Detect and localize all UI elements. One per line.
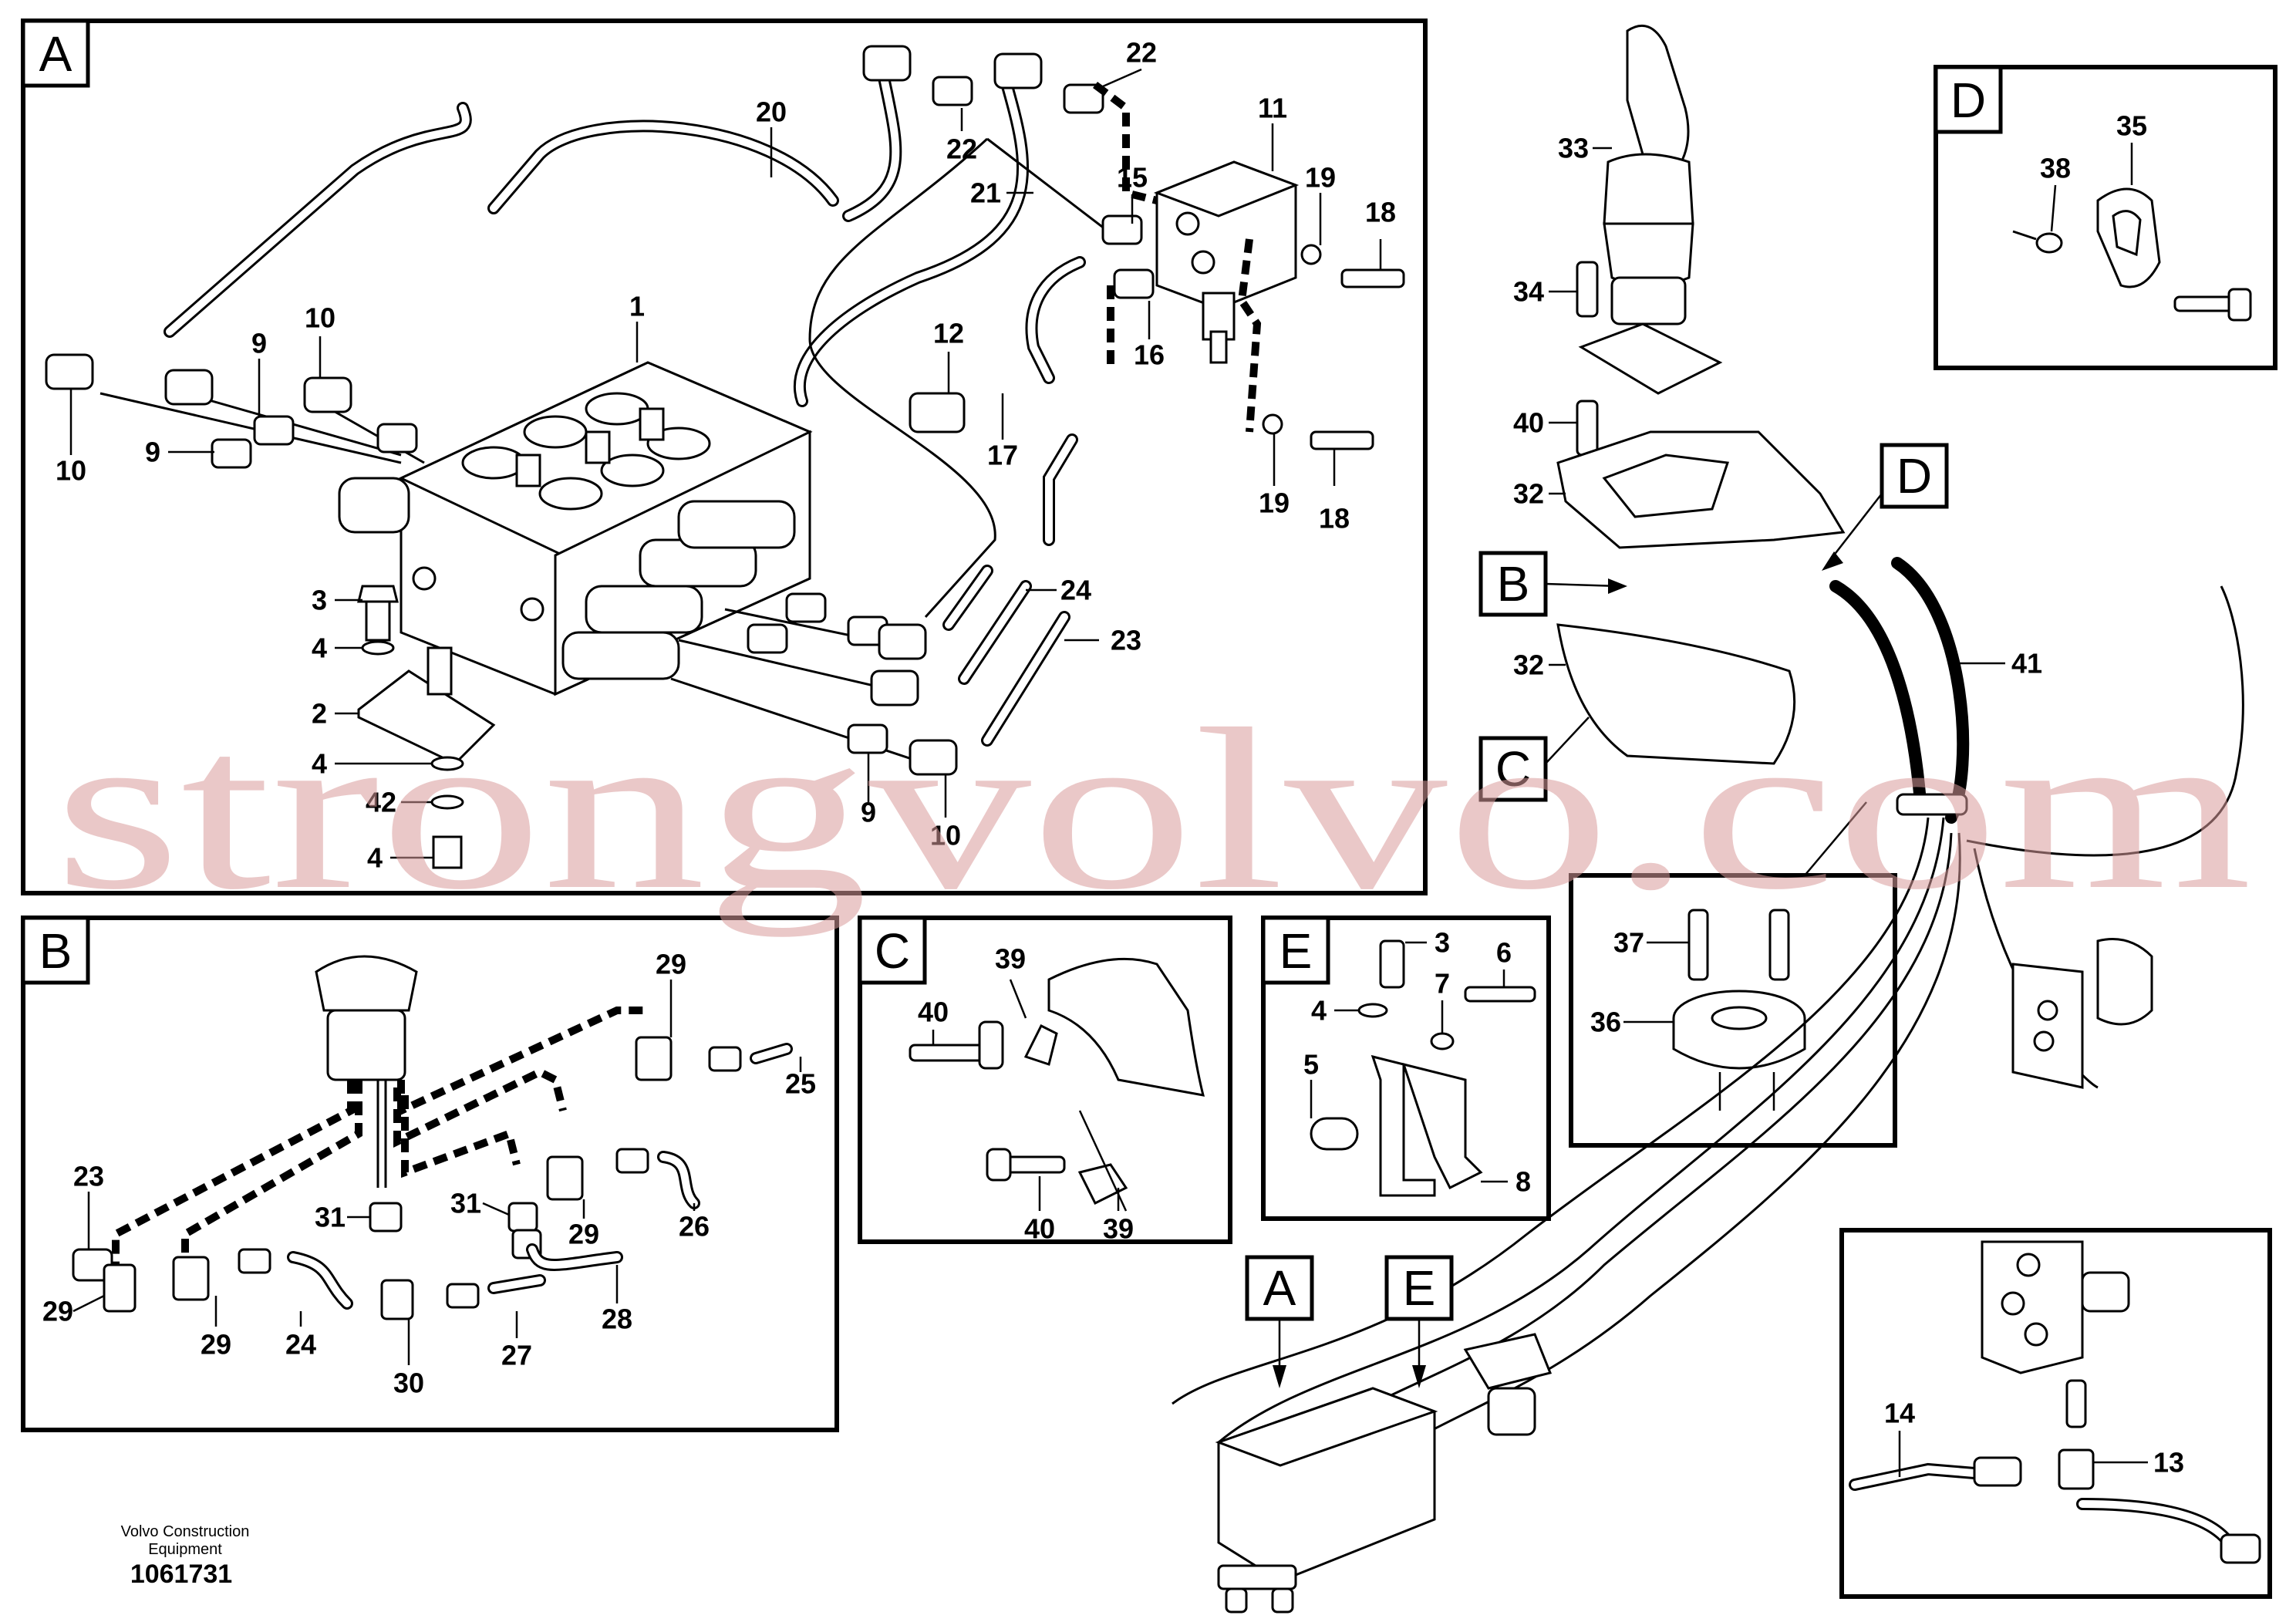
drawing-footer: Volvo Construction Equipment 1061731	[121, 1523, 250, 1589]
callout-c: C	[1495, 741, 1531, 797]
solenoid-valve	[1093, 82, 1405, 450]
label-10-a: 10	[56, 455, 86, 487]
panel-a-hoses	[99, 48, 1119, 765]
label-d-35: 35	[2116, 110, 2147, 142]
label-9-c: 9	[861, 797, 876, 828]
panel-b-letter: B	[39, 923, 72, 979]
label-c-40-a: 40	[918, 996, 949, 1028]
label-main-40: 40	[1513, 407, 1544, 439]
publisher-line-1: Volvo Construction	[121, 1523, 250, 1540]
label-e-6: 6	[1496, 937, 1512, 969]
label-22-b: 22	[1126, 37, 1157, 69]
control-valve-block	[338, 361, 813, 696]
label-b-31-a: 31	[315, 1202, 346, 1233]
callout-a: A	[1263, 1260, 1296, 1316]
callout-b: B	[1497, 556, 1530, 612]
label-ring-36: 36	[1590, 1007, 1621, 1038]
label-e-7: 7	[1435, 968, 1450, 1000]
panel-d-letter: D	[1950, 73, 1986, 128]
panel-ring: 37 36	[1569, 801, 1897, 1148]
label-main-34: 34	[1513, 276, 1544, 308]
label-b-30: 30	[393, 1367, 424, 1399]
label-valve-13: 13	[2153, 1447, 2184, 1479]
panel-a-labels: 1 2 3 4 4 42 4 9 9 9 10 10 10 1	[56, 37, 1396, 874]
panel-b-fittings	[72, 1036, 793, 1320]
label-b-24: 24	[285, 1329, 316, 1361]
panel-b: B	[21, 916, 839, 1432]
label-17: 17	[987, 440, 1018, 471]
label-b-27: 27	[501, 1340, 532, 1371]
panel-d: D 35 38	[1934, 65, 2277, 370]
label-b-23: 23	[73, 1161, 104, 1192]
label-23: 23	[1111, 625, 1141, 656]
label-b-25: 25	[785, 1068, 816, 1100]
bracket-assembly	[357, 585, 496, 869]
label-9-b: 9	[251, 328, 267, 359]
panel-c: C 39 39 40 40	[858, 916, 1232, 1245]
label-10-c: 10	[930, 820, 961, 851]
label-c-40-b: 40	[1024, 1213, 1055, 1245]
panel-a-letter: A	[39, 26, 72, 82]
label-valve-14: 14	[1884, 1398, 1915, 1429]
callout-e: E	[1403, 1260, 1436, 1316]
panel-valve: 13 14	[1839, 1228, 2272, 1599]
label-main-32-a: 32	[1513, 478, 1544, 510]
drawing-number: 1061731	[130, 1560, 232, 1589]
label-12: 12	[933, 318, 964, 349]
label-e-8: 8	[1515, 1166, 1531, 1198]
label-e-3: 3	[1435, 927, 1450, 959]
label-3: 3	[312, 585, 327, 616]
label-19-a: 19	[1305, 162, 1336, 194]
label-22-a: 22	[946, 133, 977, 165]
label-b-29-d: 29	[656, 949, 686, 980]
callout-d: D	[1896, 448, 1932, 504]
label-16: 16	[1134, 339, 1165, 371]
label-b-26: 26	[679, 1211, 710, 1243]
label-b-28: 28	[602, 1303, 632, 1335]
label-c-39-b: 39	[1103, 1213, 1134, 1245]
label-b-31-b: 31	[450, 1188, 481, 1219]
label-main-33: 33	[1558, 133, 1589, 164]
label-15: 15	[1117, 162, 1148, 194]
label-e-4: 4	[1311, 995, 1327, 1027]
main-assembly: A E B C D 33 34 40 32 32 41	[1172, 24, 2244, 1614]
label-b-29-a: 29	[42, 1296, 73, 1327]
panel-a: A	[21, 19, 1428, 895]
label-10-b: 10	[305, 302, 335, 334]
panel-a-fittings	[45, 45, 1155, 776]
joystick-connector	[112, 955, 648, 1265]
label-e-5: 5	[1303, 1049, 1319, 1081]
label-c-39-a: 39	[995, 943, 1026, 975]
label-4-b: 4	[312, 748, 327, 780]
publisher-line-2: Equipment	[148, 1541, 222, 1558]
label-main-41: 41	[2011, 648, 2042, 679]
label-21: 21	[970, 177, 1001, 209]
label-2: 2	[312, 698, 327, 730]
label-4-c: 4	[367, 842, 383, 874]
label-24: 24	[1060, 575, 1091, 606]
label-main-32-b: 32	[1513, 649, 1544, 681]
label-b-29-b: 29	[201, 1329, 231, 1361]
label-19-b: 19	[1259, 487, 1290, 519]
label-b-29-c: 29	[568, 1219, 599, 1250]
label-d-38: 38	[2040, 153, 2071, 184]
label-1: 1	[629, 291, 645, 322]
label-20: 20	[756, 96, 787, 128]
panel-c-letter: C	[875, 923, 910, 979]
label-11: 11	[1258, 93, 1287, 124]
watermark: strongvolvo.com	[54, 681, 2252, 938]
panel-e-letter: E	[1279, 923, 1313, 979]
label-18-b: 18	[1319, 503, 1350, 534]
label-42: 42	[366, 787, 396, 818]
label-4-a: 4	[312, 632, 327, 664]
panel-e: E 3 4 5 6 7 8	[1261, 916, 1551, 1221]
label-9-a: 9	[145, 437, 160, 468]
panel-b-labels: 23 24 25 26 27 28 29 29 29 29 30 31 31	[42, 949, 816, 1399]
label-18-a: 18	[1365, 197, 1396, 228]
label-ring-37: 37	[1613, 927, 1644, 959]
